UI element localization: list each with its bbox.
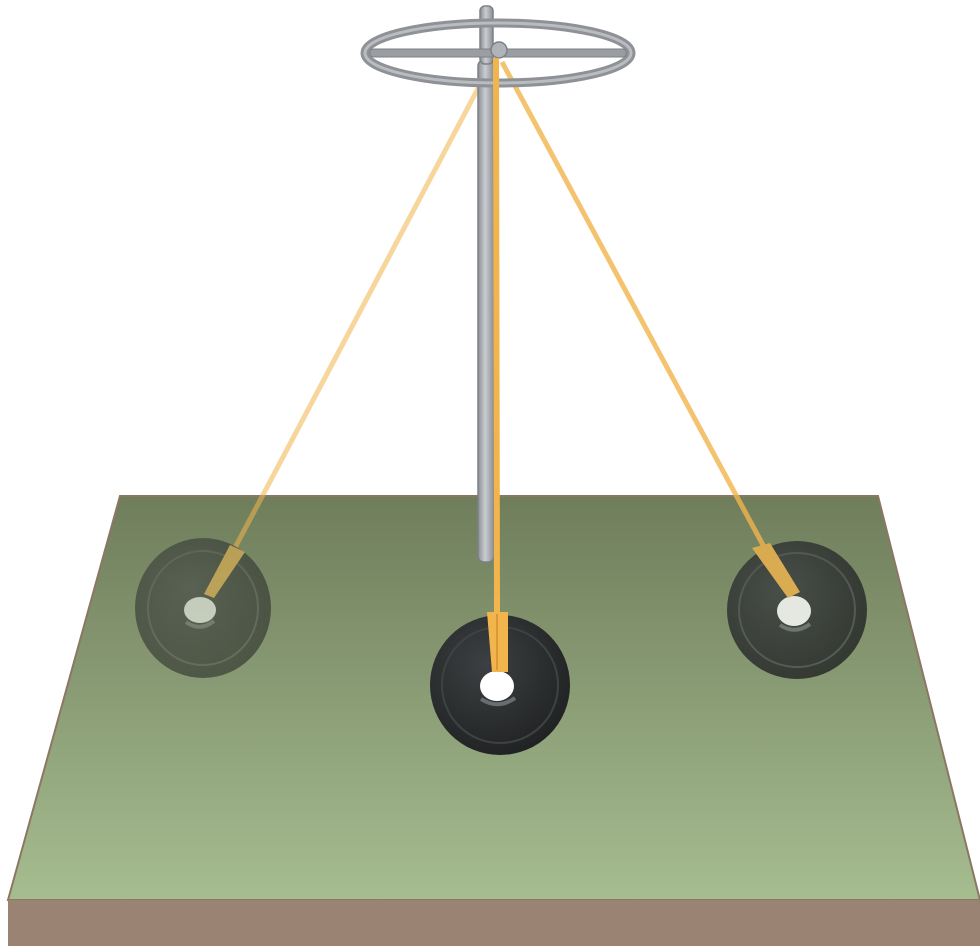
bob-right bbox=[727, 541, 867, 679]
pivot-knob bbox=[491, 42, 507, 58]
pendulum-center bbox=[430, 58, 570, 755]
bob-left bbox=[135, 538, 271, 678]
ground-side bbox=[8, 900, 980, 946]
vertical-pole bbox=[478, 6, 494, 562]
pole-lower bbox=[478, 60, 494, 562]
string-center bbox=[496, 58, 497, 615]
